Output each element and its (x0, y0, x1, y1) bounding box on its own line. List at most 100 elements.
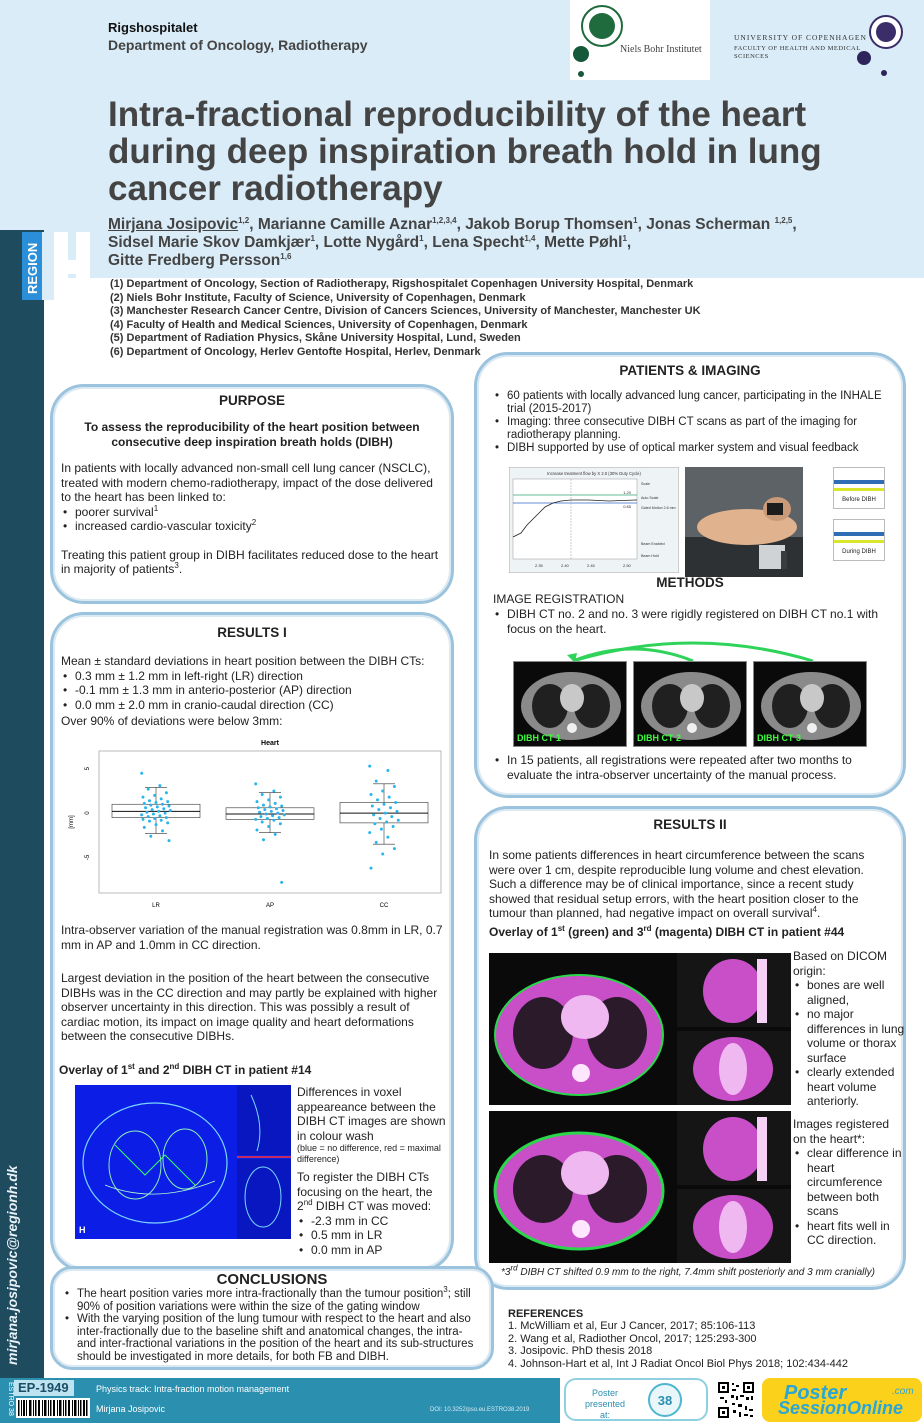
trace-x-tick: 2.50 (623, 563, 632, 568)
chart-point (282, 813, 286, 817)
chart-point (379, 827, 383, 831)
chart-point (281, 808, 285, 812)
chart-point (161, 829, 164, 833)
heart-bullets: clear difference in heart circumference … (793, 1146, 905, 1248)
footer-author: Mirjana Josipovic (96, 1404, 166, 1414)
chart-point (273, 832, 277, 836)
affiliation: (2) Niels Bohr Institute, Faculty of Sci… (110, 291, 526, 304)
chart-point (166, 821, 170, 825)
ku-logo-line-1: UNIVERSITY OF COPENHAGEN (734, 33, 867, 42)
results-1-panel: RESULTS I Mean ± standard deviations in … (50, 612, 454, 1272)
trace-label: Gated Motion 2.6 mm (641, 506, 676, 510)
chart-point (162, 807, 166, 811)
breathing-trace-image: Increase treatment flow by X 2.0 (30% Du… (509, 467, 679, 573)
chart-y-tick: 0 (85, 811, 91, 815)
conclusion-item: With the varying position of the lung tu… (63, 1313, 481, 1363)
presented-at-badge: Poster presented at: 38 (564, 1378, 708, 1421)
dicom-bullet: clearly extended heart volume anteriorly… (793, 1065, 905, 1109)
purpose-bullets: poorer survival1 increased cardio-vascul… (61, 504, 443, 534)
methods-repeat-list: In 15 patients, all registrations were r… (493, 753, 893, 782)
ku-logo-line-3: SCIENCES (734, 53, 769, 60)
chart-point (157, 809, 161, 813)
references-section: REFERENCES 1. McWilliam et al, Eur J Can… (508, 1308, 908, 1370)
chart-point (150, 808, 154, 812)
overlay-dicom-origin-image (489, 953, 791, 1105)
chart-point (272, 789, 276, 793)
authors-line-3: Gitte Fredberg Persson1,6 (108, 251, 292, 269)
heart-intro: Images registered on the heart*: (793, 1117, 890, 1146)
chart-point (267, 824, 271, 828)
chart-point (374, 779, 378, 783)
chart-point (159, 818, 163, 822)
affiliations: (1) Department of Oncology, Section of R… (110, 278, 830, 359)
moved-intro: To register the DIBH CTs focusing on the… (297, 1170, 433, 1213)
purpose-closing: Treating this patient group in DIBH faci… (61, 547, 439, 577)
patients-bullet: Imaging: three consecutive DIBH CT scans… (493, 416, 887, 442)
affiliation: (3) Manchester Research Cancer Centre, D… (110, 305, 701, 317)
dicom-intro: Based on DICOM origin: (793, 949, 888, 978)
chart-point (158, 814, 162, 818)
chart-point (163, 811, 167, 815)
affiliation: (5) Department of Radiation Physics, Skå… (110, 332, 521, 344)
trace-title: Increase treatment flow by X 2.0 (30% Du… (547, 471, 641, 476)
chart-point (260, 792, 264, 796)
ct-scan-graphic (641, 672, 741, 740)
results-1-heading: RESULTS I (217, 625, 287, 640)
estro-38-badge-icon: 38 (648, 1383, 682, 1417)
before-dibh-image: Before DIBH (833, 467, 885, 509)
chart-point (142, 825, 146, 829)
chart-point (153, 816, 157, 820)
purpose-bullet: poorer survival1 (61, 504, 443, 520)
moved-item: 0.5 mm in LR (297, 1228, 447, 1243)
chart-point (392, 847, 396, 851)
scan-label: DIBH CT 2 (637, 733, 682, 743)
moved-item: -2.3 mm in CC (297, 1214, 447, 1229)
results-2-panel: RESULTS II In some patients differences … (474, 806, 906, 1290)
results-1-bullet: 0.0 mm ± 2.0 mm in cranio-caudal directi… (61, 698, 443, 713)
chart-x-tick: CC (380, 903, 389, 909)
chart-point (369, 792, 373, 796)
qr-code-image[interactable] (716, 1380, 756, 1420)
chart-point (272, 818, 276, 822)
chart-point (372, 813, 376, 817)
scan-label: DIBH CT 3 (757, 733, 802, 743)
dibh-ct-1-image: DIBH CT 1 (513, 661, 627, 747)
trace-label: Auto Scale (641, 496, 658, 500)
chart-point (262, 838, 265, 842)
nbi-logo-text: Niels Bohr Institutet (620, 44, 702, 55)
footer-estro: ESTRO 38 (7, 1382, 14, 1416)
dicom-bullet: bones are well aligned, (793, 978, 905, 1007)
during-dibh-label: During DIBH (842, 549, 876, 555)
chart-point (154, 800, 158, 804)
estro-badge-number: 38 (658, 1393, 672, 1408)
chart-y-label: [mm] (69, 815, 75, 829)
methods-bullets: DIBH CT no. 2 and no. 3 were rigidly reg… (493, 607, 893, 636)
chart-point (395, 809, 399, 813)
moved-list: -2.3 mm in CC 0.5 mm in LR 0.0 mm in AP (297, 1214, 447, 1258)
chart-point (269, 809, 273, 813)
author-list: Mirjana Josipovic1,2, Marianne Camille A… (108, 216, 908, 270)
patients-bullet: 60 patients with locally advanced lung c… (493, 390, 887, 416)
overlay-desc: Differences in voxel appeareance between… (297, 1085, 446, 1143)
ct-scan-graphic (521, 672, 621, 740)
poster-session-online-logo[interactable]: Poster SessionOnline .com (762, 1378, 922, 1422)
chart-point (265, 816, 269, 820)
barcode-image (16, 1398, 90, 1418)
contact-email[interactable]: mirjana.josipovic@regionh.dk (4, 1165, 20, 1365)
chart-point (386, 769, 390, 773)
patients-bullet: DIBH supported by use of optical marker … (493, 442, 887, 455)
methods-subheading: IMAGE REGISTRATION (493, 592, 625, 606)
chart-point (278, 795, 282, 799)
authors-line-1: Mirjana Josipovic1,2, Marianne Camille A… (108, 215, 797, 233)
chart-point (394, 800, 398, 804)
dicom-origin-text: Based on DICOM origin: bones are well al… (793, 949, 905, 1109)
pso-text-session: SessionOnline (778, 1398, 904, 1418)
chart-point (278, 822, 282, 826)
results-1-overlay-title: Overlay of 1st and 2nd DIBH CT in patien… (59, 1062, 312, 1078)
footer-doi[interactable]: DOI: 10.3252/pso.eu.ESTRO38.2019 (430, 1407, 530, 1413)
conclusion-item: The heart position varies more intra-fra… (63, 1286, 481, 1313)
chart-point (370, 804, 374, 808)
results-1-bullets: 0.3 mm ± 1.2 mm in left-right (LR) direc… (61, 669, 443, 713)
chart-point (390, 815, 394, 819)
